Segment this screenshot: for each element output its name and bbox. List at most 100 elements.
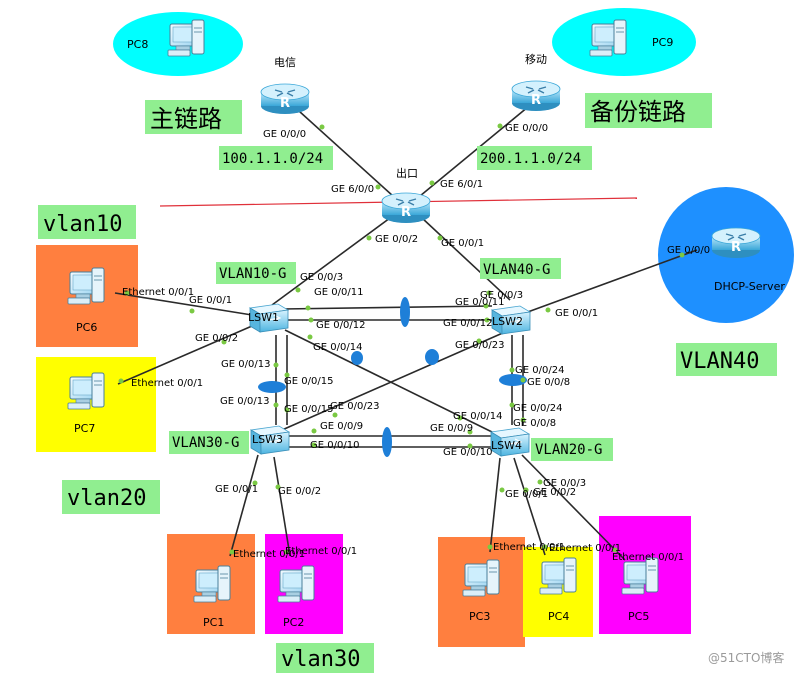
vlan10g-label: VLAN10-G: [219, 266, 286, 282]
exit-router-icon[interactable]: [381, 192, 431, 224]
pc9-icon[interactable]: [589, 19, 627, 57]
pc3-label: PC3: [469, 610, 490, 623]
vlan30g-bg: [169, 431, 249, 454]
port-label: GE 0/0/15: [284, 404, 333, 415]
vlan40g-bg: [480, 258, 561, 279]
backup-link-title: 备份链路: [590, 98, 686, 126]
vlan20-title-bg: [62, 480, 160, 514]
pc6-icon[interactable]: [67, 267, 105, 305]
port-label: GE 0/0/12: [443, 318, 492, 329]
port-label: GE 6/0/0: [331, 184, 374, 195]
pc5-label: PC5: [628, 610, 649, 623]
port-label: GE 0/0/23: [455, 340, 504, 351]
port-label: GE 0/0/3: [480, 290, 523, 301]
vlan40-title-bg: [676, 343, 777, 376]
pc7-icon[interactable]: [67, 372, 105, 410]
pc4-icon[interactable]: [539, 557, 577, 595]
pc8-icon[interactable]: [167, 19, 205, 57]
lsw1-label: LSW1: [248, 311, 279, 324]
exit-label: 出口: [396, 166, 418, 180]
pc2-icon[interactable]: [277, 565, 315, 603]
pc1-icon[interactable]: [193, 565, 231, 603]
port-label: GE 0/0/13: [220, 396, 269, 407]
port-label: GE 0/0/8: [513, 418, 556, 429]
port-label: GE 0/0/3: [300, 272, 343, 283]
pc5-icon[interactable]: [621, 557, 659, 595]
telecom-router-icon[interactable]: [260, 83, 310, 115]
lsw2-label: LSW2: [492, 315, 523, 328]
vlan30g-label: VLAN30-G: [172, 435, 239, 451]
main-link-title: 主链路: [150, 105, 222, 133]
port-label: Ethernet 0/0/1: [285, 546, 357, 557]
telecom-net-bg: [219, 146, 333, 170]
pc6-label: PC6: [76, 321, 97, 334]
port-label: GE 0/0/2: [278, 486, 321, 497]
vlan30-title-bg: [276, 643, 374, 673]
port-label: GE 0/0/11: [455, 297, 504, 308]
dhcp-label: DHCP-Server: [714, 280, 785, 293]
port-label: GE 0/0/15: [284, 376, 333, 387]
port-label: GE 0/0/9: [320, 421, 363, 432]
pc9-label: PC9: [652, 36, 673, 49]
port-label: Ethernet 0/0/1: [131, 378, 203, 389]
pc8-label: PC8: [127, 38, 148, 51]
port-label: GE 0/0/11: [314, 287, 363, 298]
port-label: GE 0/0/1: [441, 238, 484, 249]
port-label: GE 0/0/8: [527, 377, 570, 388]
port-label: GE 0/0/1: [505, 489, 548, 500]
port-label: GE 0/0/14: [453, 411, 502, 422]
links: [114, 101, 698, 561]
vlan20g-label: VLAN20-G: [535, 442, 602, 458]
port-label: GE 0/0/1: [215, 484, 258, 495]
port-label: GE 0/0/0: [263, 129, 306, 140]
port-label: Ethernet 0/0/1: [122, 287, 194, 298]
port-label: GE 0/0/1: [555, 308, 598, 319]
pc7-label: PC7: [74, 422, 95, 435]
main-link-bg: [145, 100, 242, 134]
port-label: GE 0/0/12: [316, 320, 365, 331]
port-label: GE 0/0/10: [310, 440, 359, 451]
mobile-label: 移动: [525, 53, 547, 66]
eth-trunk-markers: [258, 297, 527, 457]
telecom-net-label: 100.1.1.0/24: [222, 151, 323, 167]
port-label: GE 0/0/0: [667, 245, 710, 256]
vlan10-title-bg: [38, 205, 136, 239]
port-label: GE 0/0/2: [375, 234, 418, 245]
pc1-label: PC1: [203, 616, 224, 629]
lsw3-label: LSW3: [252, 433, 283, 446]
mobile-router-icon[interactable]: [511, 80, 561, 112]
port-label: Ethernet 0/0/1: [612, 552, 684, 563]
port-label: GE 0/0/2: [195, 333, 238, 344]
port-dots: [118, 123, 685, 555]
port-label: GE 0/0/9: [430, 423, 473, 434]
pc4-label: PC4: [548, 610, 569, 623]
lsw4-label: LSW4: [491, 439, 522, 452]
telecom-label: 电信: [274, 56, 296, 69]
vlan20g-bg: [531, 438, 613, 461]
port-label: GE 0/0/3: [543, 478, 586, 489]
vlan40g-label: VLAN40-G: [483, 262, 550, 278]
vlan40-title: VLAN40: [680, 349, 759, 374]
port-label: GE 0/0/13: [221, 359, 270, 370]
port-label: GE 0/0/10: [443, 447, 492, 458]
vlan20-title: vlan20: [67, 486, 146, 511]
port-labels: GE 0/0/0 GE 0/0/0 GE 6/0/0 GE 6/0/1 GE 0…: [122, 123, 710, 563]
port-label: GE 6/0/1: [440, 179, 483, 190]
port-label: GE 0/0/1: [189, 295, 232, 306]
watermark: @51CTO博客: [708, 650, 784, 665]
pc2-label: PC2: [283, 616, 304, 629]
port-label: GE 0/0/2: [533, 487, 576, 498]
vlan10g-bg: [216, 262, 296, 284]
port-label: GE 0/0/23: [330, 401, 379, 412]
port-label: GE 0/0/14: [313, 342, 362, 353]
port-label: Ethernet 0/0/1: [493, 542, 565, 553]
port-label: GE 0/0/0: [505, 123, 548, 134]
port-label: Ethernet 0/0/1: [233, 549, 305, 560]
mobile-net-label: 200.1.1.0/24: [480, 151, 581, 167]
port-label: GE 0/0/24: [515, 365, 564, 376]
pc3-icon[interactable]: [462, 559, 500, 597]
dhcp-server-icon[interactable]: [711, 227, 761, 259]
backup-link-bg: [585, 93, 712, 128]
